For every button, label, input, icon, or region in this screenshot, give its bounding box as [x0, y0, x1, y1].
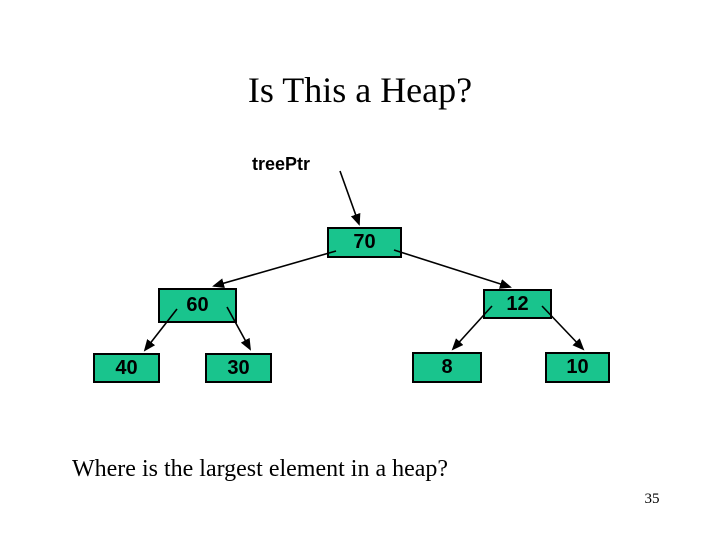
tree-node-30: 30	[205, 353, 272, 383]
tree-node-70: 70	[327, 227, 402, 258]
treeptr-label: treePtr	[252, 154, 311, 174]
tree-node-10: 10	[545, 352, 610, 383]
tree-node-40-value: 40	[115, 356, 138, 379]
slide-title: Is This a Heap?	[247, 70, 473, 110]
question-text: Where is the largest element in a heap?	[72, 456, 449, 482]
tree-node-8: 8	[412, 352, 482, 383]
tree-node-40: 40	[93, 353, 160, 383]
tree-node-8-value: 8	[441, 356, 453, 378]
treeptr-arrow	[339, 170, 361, 226]
tree-node-12-value: 12	[506, 292, 529, 315]
tree-node-70-value: 70	[353, 231, 376, 253]
edge-70-12	[393, 249, 512, 289]
tree-node-60: 60	[158, 288, 237, 323]
page-number: 35	[644, 491, 660, 507]
edge-70-60	[212, 250, 337, 289]
tree-node-60-value: 60	[186, 294, 209, 316]
tree-node-10-value: 10	[566, 356, 589, 378]
tree-node-30-value: 30	[227, 356, 250, 379]
tree-node-12: 12	[483, 289, 552, 319]
